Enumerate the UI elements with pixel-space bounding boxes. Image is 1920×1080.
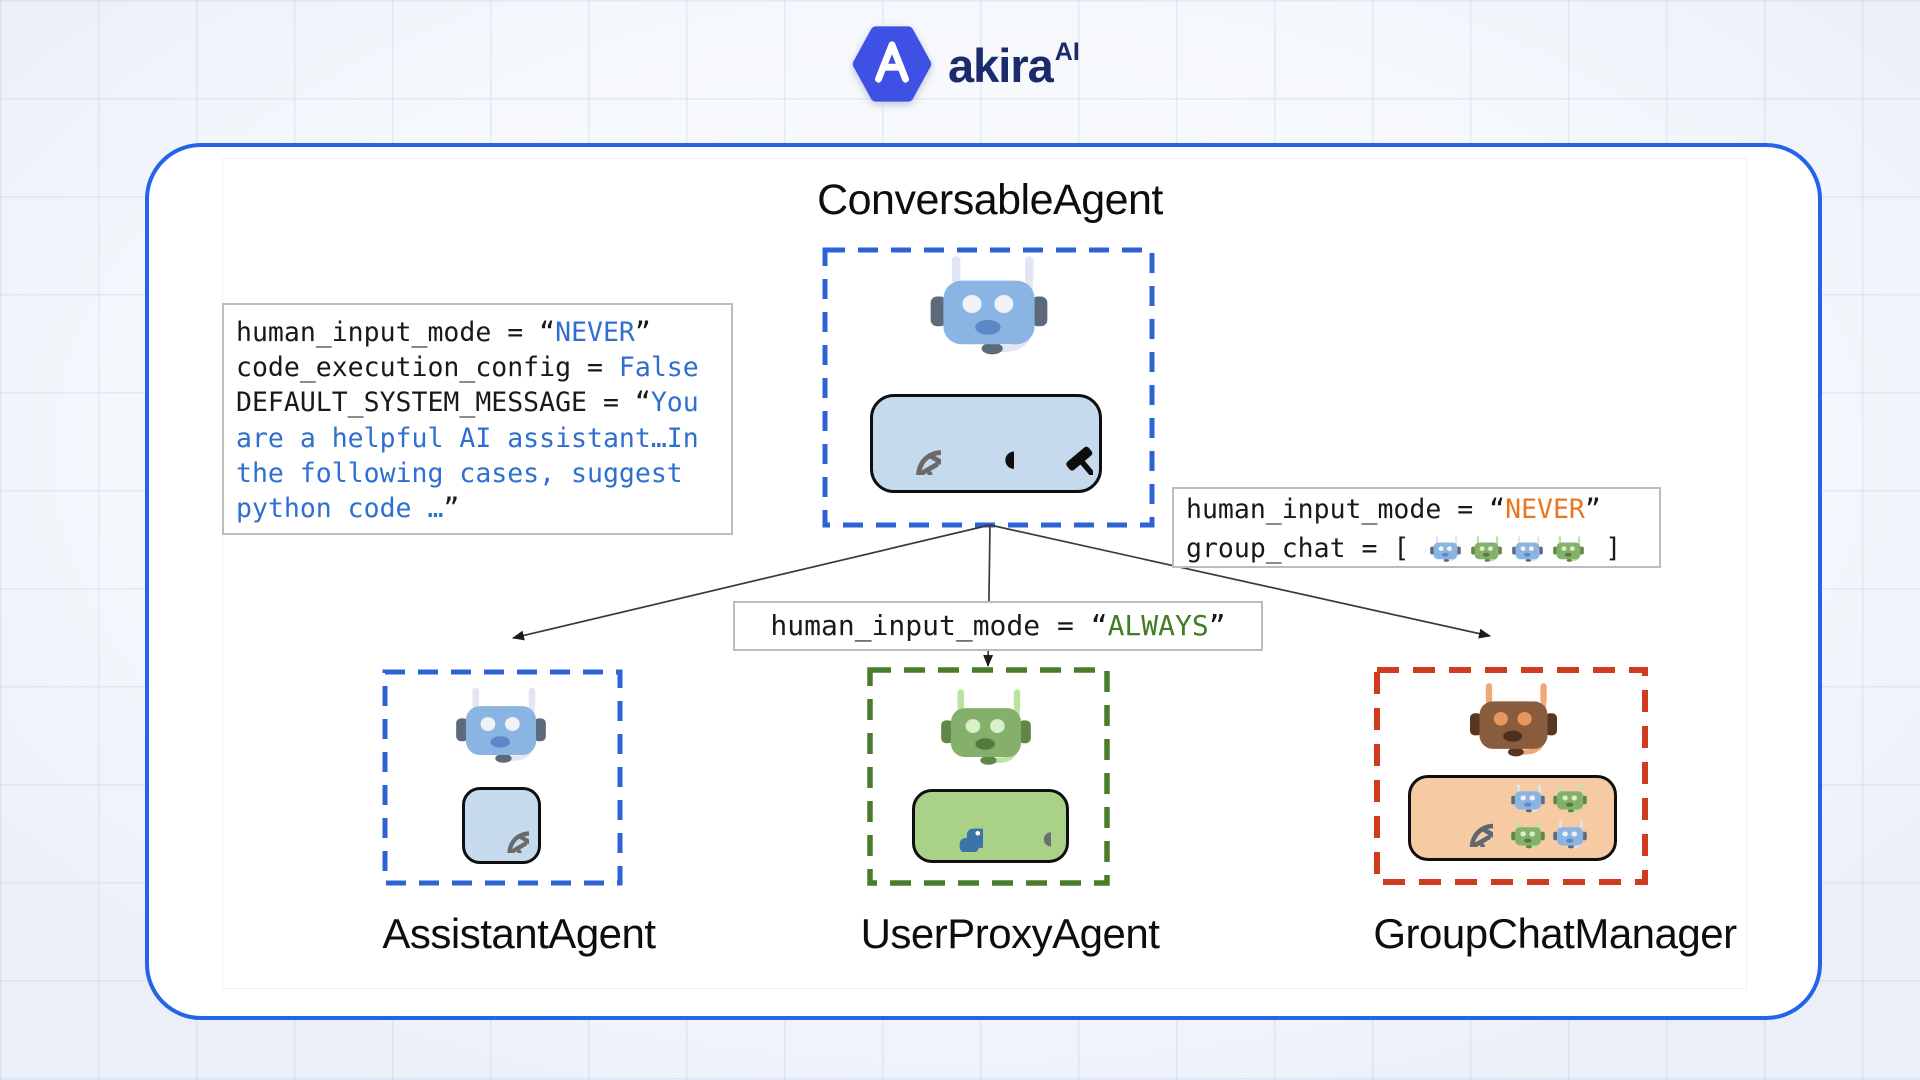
code-segment: ” <box>634 317 651 348</box>
code-segment: human_input_mode = <box>236 317 540 348</box>
robot-blue-icon <box>1509 535 1546 567</box>
openai-logo-icon <box>475 799 529 853</box>
robot-blue-icon <box>1508 783 1548 818</box>
code-line: human_input_mode = “NEVER” <box>1186 490 1647 529</box>
user-proxy-agent-label: UserProxyAgent <box>860 910 1160 957</box>
openai-logo-icon <box>879 413 941 475</box>
user-proxy-capability-chip <box>912 789 1069 863</box>
code-line: DEFAULT_SYSTEM_MESSAGE = “You <box>236 385 719 420</box>
code-segment: NEVER <box>1505 494 1585 525</box>
code-segment: code_execution_config = <box>236 352 619 384</box>
brand-logo: akiraAI <box>851 24 1080 104</box>
code-segment: python code … <box>236 493 444 525</box>
root-capability-chip <box>870 394 1102 493</box>
diagram-canvas <box>222 158 1747 989</box>
brand-name-text: akira <box>948 38 1054 92</box>
code-segment: ” <box>1584 494 1601 525</box>
code-segment: ” <box>1208 609 1226 642</box>
robot-green-icon <box>1550 783 1590 818</box>
brand-hexagon-icon <box>852 26 932 102</box>
code-segment: the following cases, suggest <box>236 457 683 489</box>
code-segment: “ <box>539 317 556 348</box>
code-segment: ALWAYS <box>1107 609 1209 642</box>
code-line: code_execution_config = False <box>236 350 719 385</box>
code-segment: human_input_mode = <box>1186 494 1490 525</box>
robot-green-icon <box>933 686 1039 780</box>
code-line: python code …” <box>236 491 719 526</box>
root-config-box: human_input_mode = “NEVER” code_executio… <box>222 303 733 535</box>
code-line: human_input_mode = “NEVER” <box>236 315 719 350</box>
group-chat-robots <box>1507 782 1591 854</box>
code-segment: DEFAULT_SYSTEM_MESSAGE = <box>236 387 635 419</box>
brand-sup: AI <box>1054 37 1080 66</box>
code-segment: “ <box>634 387 651 419</box>
code-segment: False <box>618 352 699 384</box>
openai-logo-icon <box>1435 789 1493 847</box>
person-icon <box>1005 803 1051 849</box>
code-segment: group_chat = [ <box>1186 533 1426 564</box>
code-segment: ] <box>1589 533 1622 564</box>
code-line: are a helpful AI assistant…In <box>236 421 719 456</box>
robot-blue-icon <box>1550 819 1590 854</box>
code-segment: “ <box>1090 609 1108 642</box>
always-mode-label-box: human_input_mode = “ALWAYS” <box>733 601 1263 651</box>
code-segment: ” <box>443 493 460 525</box>
group-chat-capability-chip <box>1408 775 1617 861</box>
brand-letter-a <box>875 41 909 83</box>
code-segment: “ <box>1489 494 1506 525</box>
robot-blue-icon <box>448 684 554 778</box>
person-icon <box>958 416 1014 472</box>
robot-green-icon <box>1550 535 1587 567</box>
robot-brown-icon <box>1462 680 1565 771</box>
robot-blue-icon <box>1427 535 1464 567</box>
assistant-capability-chip <box>462 787 541 864</box>
robot-green-icon <box>1468 535 1505 567</box>
code-segment: NEVER <box>555 317 635 348</box>
crossed-hammers-icon <box>1031 413 1093 475</box>
assistant-agent-label: AssistantAgent <box>382 910 656 957</box>
brand-name: akiraAI <box>948 37 1080 92</box>
conversable-agent-title: ConversableAgent <box>817 176 1163 224</box>
robot-green-icon <box>1508 819 1548 854</box>
robot-blue-icon <box>920 252 1058 374</box>
python-logo-icon <box>931 800 983 852</box>
code-segment: are a helpful AI assistant…In <box>236 422 699 454</box>
code-segment: human_input_mode = <box>770 609 1091 642</box>
code-segment: You <box>650 387 699 419</box>
code-line: the following cases, suggest <box>236 456 719 491</box>
group-chat-config-box: human_input_mode = “NEVER” group_chat = … <box>1172 487 1661 568</box>
code-line: group_chat = [ ] <box>1186 529 1647 568</box>
group-chat-manager-label: GroupChatManager <box>1373 910 1737 957</box>
